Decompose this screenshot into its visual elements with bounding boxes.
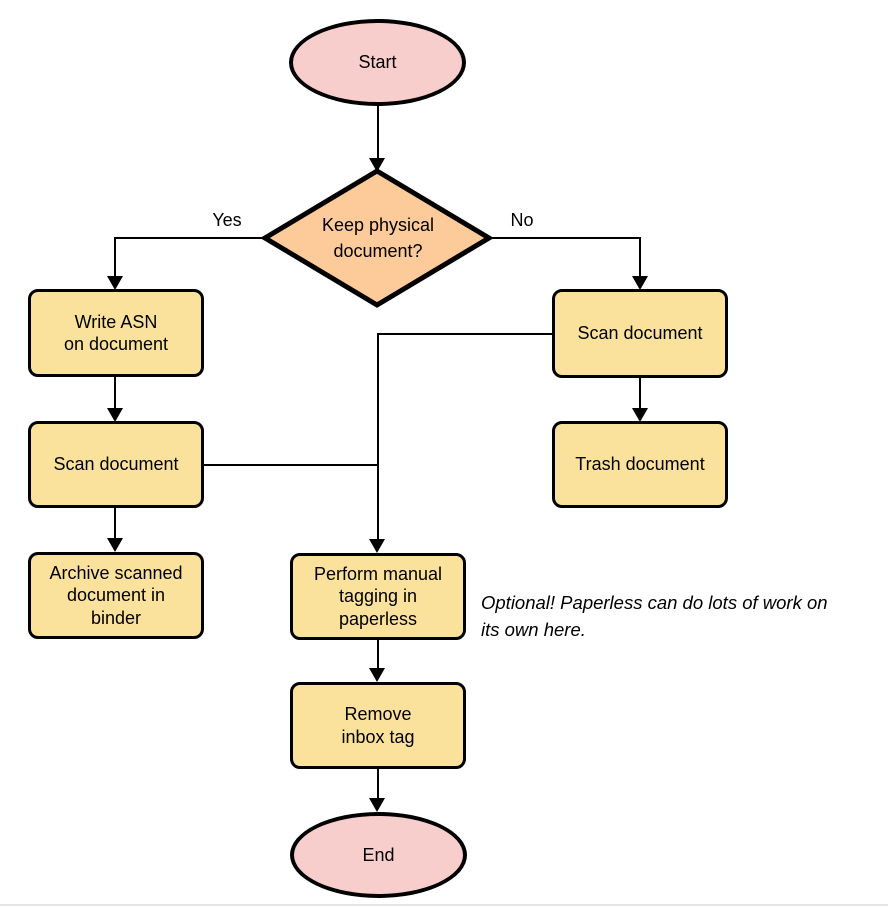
- arrowhead-into-trash: [632, 408, 648, 422]
- arrowhead-into-end: [369, 798, 385, 812]
- node-scan-document-right: Scan document: [552, 289, 728, 378]
- edge-label-yes: Yes: [212, 210, 242, 230]
- edge-yes-horizontal: [114, 237, 265, 239]
- edge-start-decision: [377, 106, 379, 159]
- node-scan-left-label: Scan document: [53, 454, 179, 475]
- edge-scan-left-junction: [204, 464, 379, 466]
- node-decision-label: Keep physical document?: [321, 214, 435, 261]
- node-tagging-label: Perform manual tagging in paperless: [313, 564, 443, 629]
- annotation-note: Optional! Paperless can do lots of work …: [481, 592, 828, 640]
- node-remove-label: Remove inbox tag: [341, 704, 415, 747]
- bottom-divider: [0, 904, 888, 906]
- edge-tagging-remove: [377, 640, 379, 670]
- decision-diamond: [260, 168, 494, 308]
- edge-yes-vertical: [114, 237, 116, 278]
- node-scan-document-left: Scan document: [28, 421, 204, 508]
- node-start-label: Start: [358, 52, 397, 73]
- node-trash-label: Trash document: [575, 454, 705, 475]
- node-end-label: End: [362, 844, 395, 865]
- node-decision-shape: [260, 168, 494, 308]
- edge-no-horizontal: [489, 237, 641, 239]
- node-manual-tagging: Perform manual tagging in paperless: [290, 553, 466, 640]
- node-archive-label: Archive scanned document in binder: [49, 563, 183, 628]
- arrowhead-into-remove: [369, 668, 385, 682]
- edge-write-scan: [114, 377, 116, 410]
- edge-scan-right-junction: [377, 333, 552, 335]
- edge-scan-archive: [114, 508, 116, 540]
- node-remove-inbox-tag: Remove inbox tag: [290, 682, 466, 769]
- arrowhead-into-decision: [369, 158, 385, 172]
- edge-label-no: No: [510, 210, 534, 230]
- node-end: End: [290, 812, 467, 898]
- edge-no-vertical: [639, 237, 641, 278]
- arrowhead-into-tagging: [369, 539, 385, 553]
- node-write-asn-label: Write ASN on document: [63, 311, 169, 354]
- node-archive-document: Archive scanned document in binder: [28, 552, 204, 639]
- node-write-asn: Write ASN on document: [28, 289, 204, 377]
- edge-junction-tagging: [377, 333, 379, 540]
- node-trash-document: Trash document: [552, 421, 728, 508]
- arrowhead-into-scan-left: [107, 408, 123, 422]
- edge-remove-end: [377, 769, 379, 800]
- arrowhead-into-scan-right: [632, 276, 648, 290]
- arrowhead-into-write-asn: [107, 276, 123, 290]
- edge-scan-trash: [639, 378, 641, 410]
- node-start: Start: [289, 19, 466, 106]
- arrowhead-into-archive: [107, 538, 123, 552]
- node-scan-right-label: Scan document: [577, 323, 703, 344]
